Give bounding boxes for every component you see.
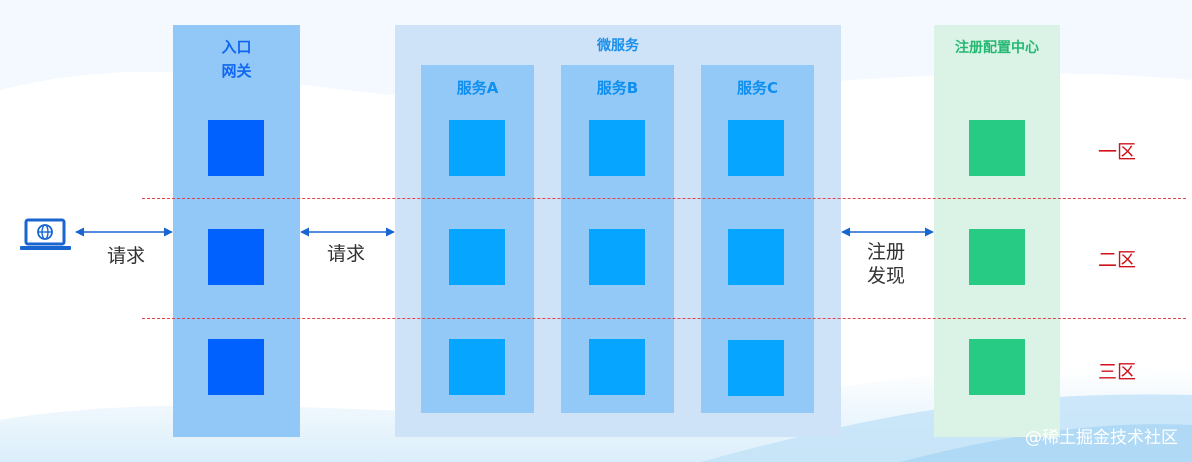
gateway-title: 入口 网关 — [173, 35, 300, 83]
service-a-node-3 — [449, 339, 505, 395]
registry-column: 注册配置中心 — [934, 25, 1060, 437]
service-b-node-3 — [589, 339, 645, 395]
label-register: 注册 — [866, 241, 905, 263]
label-client-request: 请求 — [106, 245, 145, 267]
gateway-node-3 — [208, 339, 264, 395]
service-b-node-1 — [589, 120, 645, 176]
zone-label-2: 二区 — [1098, 249, 1137, 271]
service-a-column: 服务A — [421, 65, 534, 413]
service-c-node-1 — [728, 120, 784, 176]
service-c-column: 服务C — [701, 65, 814, 413]
gateway-title-line2: 网关 — [221, 62, 252, 80]
watermark: @稀土掘金技术社区 — [1025, 428, 1178, 448]
service-a-node-2 — [449, 229, 505, 285]
registry-node-3 — [969, 339, 1025, 395]
service-b-column: 服务B — [561, 65, 674, 413]
service-c-node-3 — [728, 340, 784, 396]
label-discover: 发现 — [866, 265, 905, 287]
service-c-node-2 — [728, 229, 784, 285]
service-a-title: 服务A — [456, 79, 499, 97]
service-b-node-2 — [589, 229, 645, 285]
zone-label-3: 三区 — [1098, 361, 1137, 383]
service-b-title: 服务B — [596, 79, 639, 97]
gateway-title-line1: 入口 — [221, 38, 252, 56]
gateway-node-1 — [208, 120, 264, 176]
zone-label-1: 一区 — [1098, 141, 1137, 163]
registry-node-1 — [969, 120, 1025, 176]
laptop-globe-icon — [20, 218, 71, 250]
label-gateway-request: 请求 — [326, 243, 365, 265]
microservices-title: 微服务 — [597, 38, 639, 54]
gateway-node-2 — [208, 229, 264, 285]
service-c-title: 服务C — [736, 79, 778, 97]
microservices-container: 微服务 服务A 服务B 服务C — [395, 25, 841, 437]
label-register-discover: 注册 发现 — [858, 240, 914, 288]
registry-title: 注册配置中心 — [955, 40, 1039, 56]
registry-node-2 — [969, 229, 1025, 285]
gateway-column: 入口 网关 — [173, 25, 300, 437]
service-a-node-1 — [449, 120, 505, 176]
zone-divider-2 — [142, 318, 1186, 319]
zone-divider-1 — [142, 198, 1186, 199]
